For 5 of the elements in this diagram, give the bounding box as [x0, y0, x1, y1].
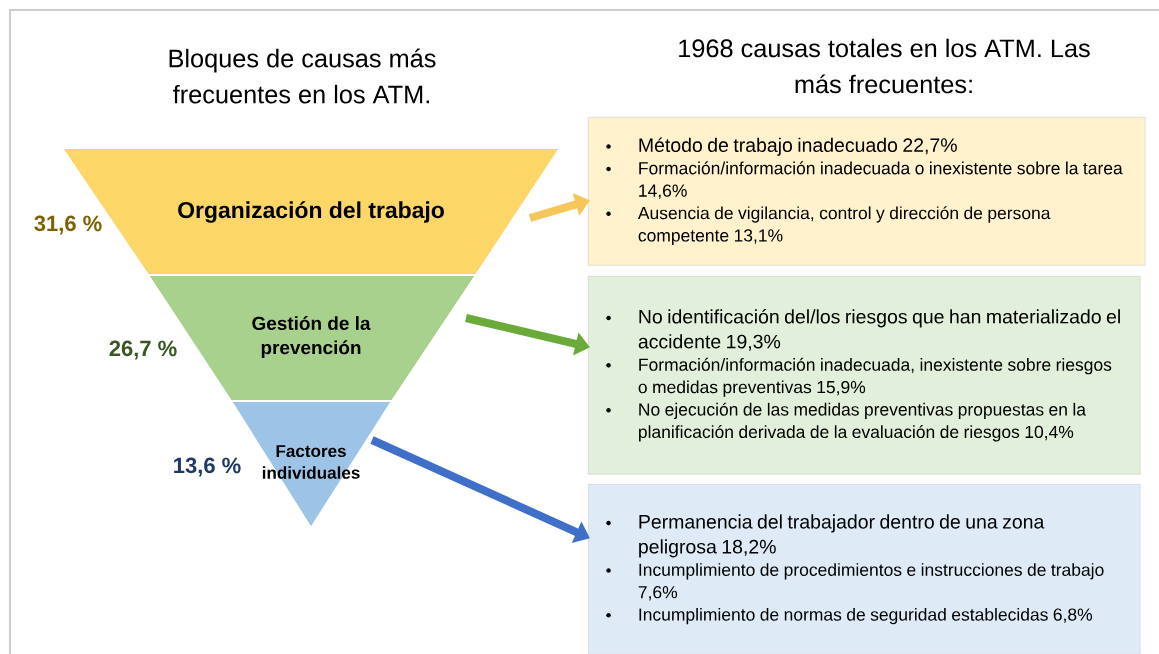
cause-list-box: Permanencia del trabajador dentro de una zona peligrosa 18,2% Incumplimiento de procedimientos e instrucciones de trabajo 7,6% Incumplimiento de normas de seguridad establecidas 6,8%: [588, 484, 1141, 654]
heading: 1968 causas totales en los ATM. Las más frecuentes:: [679, 38, 1090, 94]
cause-list-box: No identificación del/los riesgos que han materializado el accidente 19,3% Formación/información inadecuada, inexistente sobre riesgos o medidas preventivas 15,9% No ejecución de las medidas preventivas propuestas en la planificación derivada de la evaluación de riesgos 10,4%: [588, 276, 1141, 475]
cause-list-box: Método de trabajo inadecuado 22,7% Formación/información inadecuada o inexistente sobre la tarea 14,6% Ausencia de vigilancia, control y dirección de persona competente 13,1%: [588, 117, 1146, 266]
heading: Bloques de causas más frecuentes en los ATM.: [169, 48, 436, 104]
